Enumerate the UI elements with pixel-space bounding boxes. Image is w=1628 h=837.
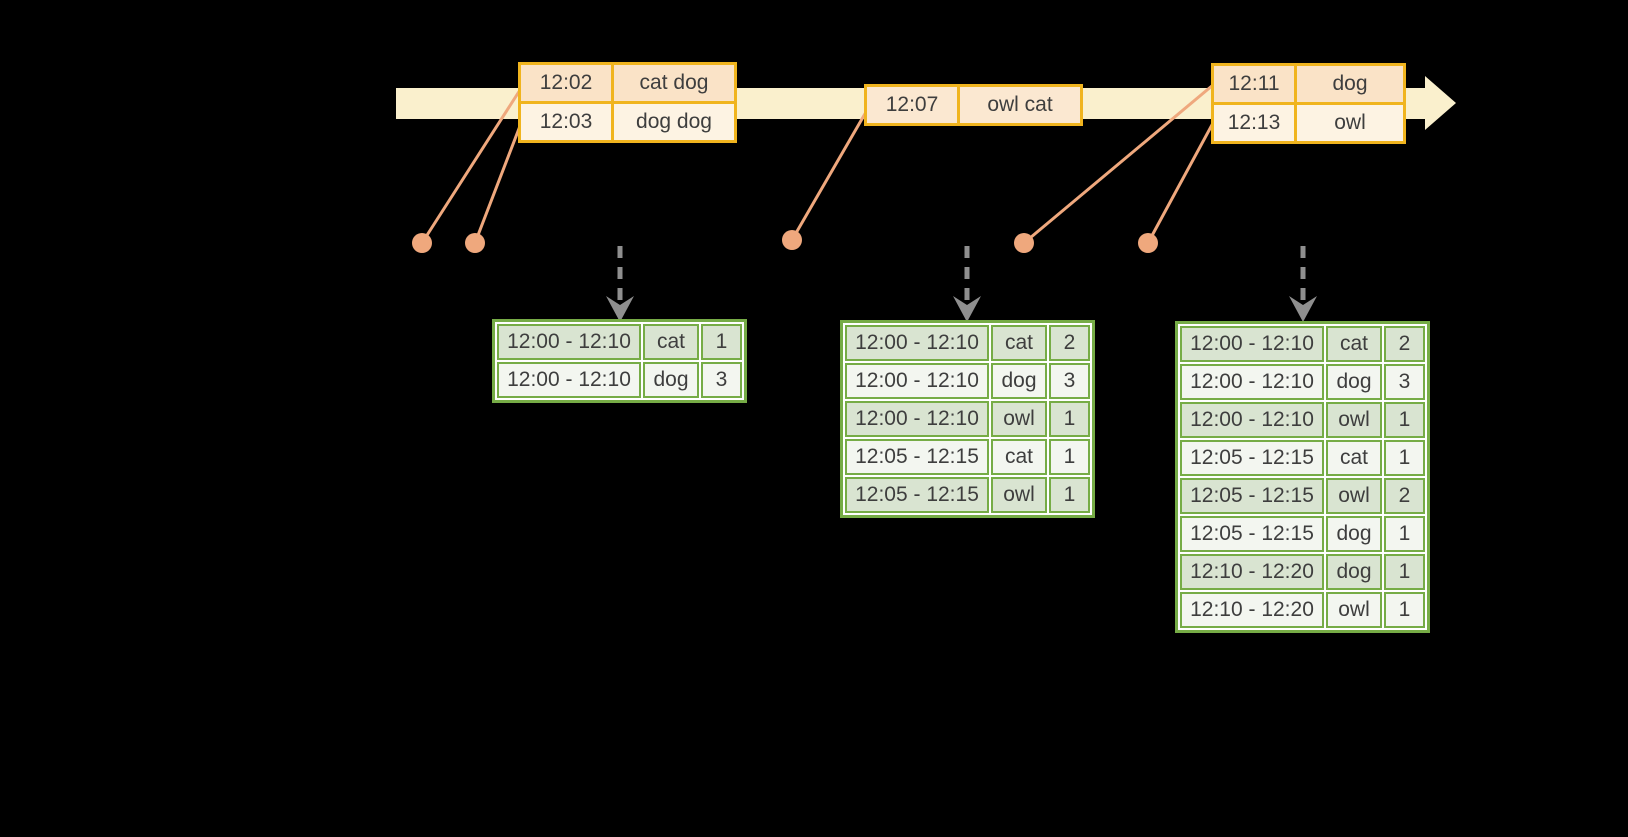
- window-cell: 12:10 - 12:20: [1180, 554, 1324, 590]
- count-cell: 2: [1384, 326, 1425, 362]
- event-words-cell: dog dog: [611, 101, 737, 143]
- event-dot: [1138, 233, 1158, 253]
- window-cell: 12:00 - 12:10: [845, 363, 989, 399]
- count-cell: 1: [1049, 477, 1090, 513]
- table-row: 12:00 - 12:10 dog 3: [845, 363, 1090, 399]
- arrow-down-icon: [1289, 296, 1317, 322]
- count-cell: 1: [1384, 554, 1425, 590]
- count-cell: 1: [1384, 402, 1425, 438]
- window-cell: 12:00 - 12:10: [845, 401, 989, 437]
- count-cell: 2: [1384, 478, 1425, 514]
- window-cell: 12:10 - 12:20: [1180, 592, 1324, 628]
- connector-line: [420, 89, 522, 244]
- event-words-cell: cat dog: [611, 62, 737, 104]
- event-dot: [412, 233, 432, 253]
- table-row: 12:00 - 12:10 cat 2: [1180, 326, 1425, 362]
- count-cell: 2: [1049, 325, 1090, 361]
- count-cell: 3: [1384, 364, 1425, 400]
- count-cell: 3: [1049, 363, 1090, 399]
- event-time-cell: 12:11: [1211, 63, 1297, 105]
- table-row: 12:05 - 12:15 dog 1: [1180, 516, 1425, 552]
- connector-line: [473, 125, 522, 244]
- table-row: 12:05 - 12:15 owl 2: [1180, 478, 1425, 514]
- count-cell: 1: [701, 324, 742, 360]
- word-cell: cat: [991, 439, 1047, 475]
- arrow-down-icon: [953, 296, 981, 322]
- word-cell: cat: [1326, 440, 1382, 476]
- table-row: 12:00 - 12:10 owl 1: [845, 401, 1090, 437]
- event-words-cell: dog: [1294, 63, 1406, 105]
- word-cell: dog: [1326, 364, 1382, 400]
- result-table-1: 12:00 - 12:10 cat 1 12:00 - 12:10 dog 3: [492, 319, 747, 403]
- table-row: 12:05 - 12:15 owl 1: [845, 477, 1090, 513]
- word-cell: dog: [1326, 516, 1382, 552]
- count-cell: 1: [1049, 439, 1090, 475]
- event-table-3: 12:11 dog 12:13 owl: [1211, 63, 1406, 144]
- trigger-dashed-lines: [617, 246, 1306, 300]
- connector-line: [790, 111, 868, 241]
- window-cell: 12:00 - 12:10: [497, 324, 641, 360]
- count-cell: 1: [1049, 401, 1090, 437]
- window-cell: 12:00 - 12:10: [1180, 326, 1324, 362]
- word-cell: dog: [991, 363, 1047, 399]
- event-words-cell: owl: [1294, 102, 1406, 144]
- word-cell: cat: [1326, 326, 1382, 362]
- window-cell: 12:05 - 12:15: [845, 439, 989, 475]
- window-cell: 12:05 - 12:15: [1180, 440, 1324, 476]
- count-cell: 1: [1384, 440, 1425, 476]
- result-table-3: 12:00 - 12:10 cat 2 12:00 - 12:10 dog 3 …: [1175, 321, 1430, 633]
- table-row: 12:00 - 12:10 cat 2: [845, 325, 1090, 361]
- connector-line: [1023, 83, 1214, 245]
- event-table-2: 12:07 owl cat: [864, 84, 1083, 126]
- word-cell: cat: [643, 324, 699, 360]
- count-cell: 1: [1384, 516, 1425, 552]
- word-cell: cat: [991, 325, 1047, 361]
- event-time-cell: 12:13: [1211, 102, 1297, 144]
- window-cell: 12:05 - 12:15: [845, 477, 989, 513]
- word-cell: owl: [991, 477, 1047, 513]
- table-row: 12:00 - 12:10 cat 1: [497, 324, 742, 360]
- word-cell: dog: [643, 362, 699, 398]
- event-time-cell: 12:07: [864, 84, 960, 126]
- table-row: 12:07 owl cat: [864, 84, 1083, 126]
- table-row: 12:10 - 12:20 owl 1: [1180, 592, 1425, 628]
- window-cell: 12:00 - 12:10: [1180, 402, 1324, 438]
- event-dot: [465, 233, 485, 253]
- event-table-1: 12:02 cat dog 12:03 dog dog: [518, 62, 737, 143]
- event-dots: [412, 230, 1158, 253]
- window-cell: 12:05 - 12:15: [1180, 478, 1324, 514]
- table-row: 12:03 dog dog: [518, 101, 737, 143]
- table-row: 12:00 - 12:10 dog 3: [1180, 364, 1425, 400]
- table-row: 12:05 - 12:15 cat 1: [845, 439, 1090, 475]
- window-cell: 12:00 - 12:10: [497, 362, 641, 398]
- result-table-2: 12:00 - 12:10 cat 2 12:00 - 12:10 dog 3 …: [840, 320, 1095, 518]
- event-time-cell: 12:03: [518, 101, 614, 143]
- connector-lines: [420, 83, 1215, 245]
- word-cell: owl: [1326, 592, 1382, 628]
- window-cell: 12:00 - 12:10: [845, 325, 989, 361]
- table-row: 12:10 - 12:20 dog 1: [1180, 554, 1425, 590]
- window-cell: 12:00 - 12:10: [1180, 364, 1324, 400]
- timeline-arrowhead-icon: [1425, 76, 1456, 130]
- word-cell: owl: [991, 401, 1047, 437]
- event-dot: [782, 230, 802, 250]
- table-row: 12:05 - 12:15 cat 1: [1180, 440, 1425, 476]
- window-cell: 12:05 - 12:15: [1180, 516, 1324, 552]
- table-row: 12:00 - 12:10 dog 3: [497, 362, 742, 398]
- trigger-arrowheads: [606, 296, 1317, 322]
- table-row: 12:02 cat dog: [518, 62, 737, 104]
- arrow-down-icon: [606, 296, 634, 322]
- event-time-cell: 12:02: [518, 62, 614, 104]
- word-cell: owl: [1326, 478, 1382, 514]
- event-words-cell: owl cat: [957, 84, 1083, 126]
- table-row: 12:11 dog: [1211, 63, 1406, 105]
- table-row: 12:00 - 12:10 owl 1: [1180, 402, 1425, 438]
- table-row: 12:13 owl: [1211, 102, 1406, 144]
- count-cell: 1: [1384, 592, 1425, 628]
- event-dot: [1014, 233, 1034, 253]
- word-cell: dog: [1326, 554, 1382, 590]
- count-cell: 3: [701, 362, 742, 398]
- word-cell: owl: [1326, 402, 1382, 438]
- connector-line: [1146, 122, 1215, 244]
